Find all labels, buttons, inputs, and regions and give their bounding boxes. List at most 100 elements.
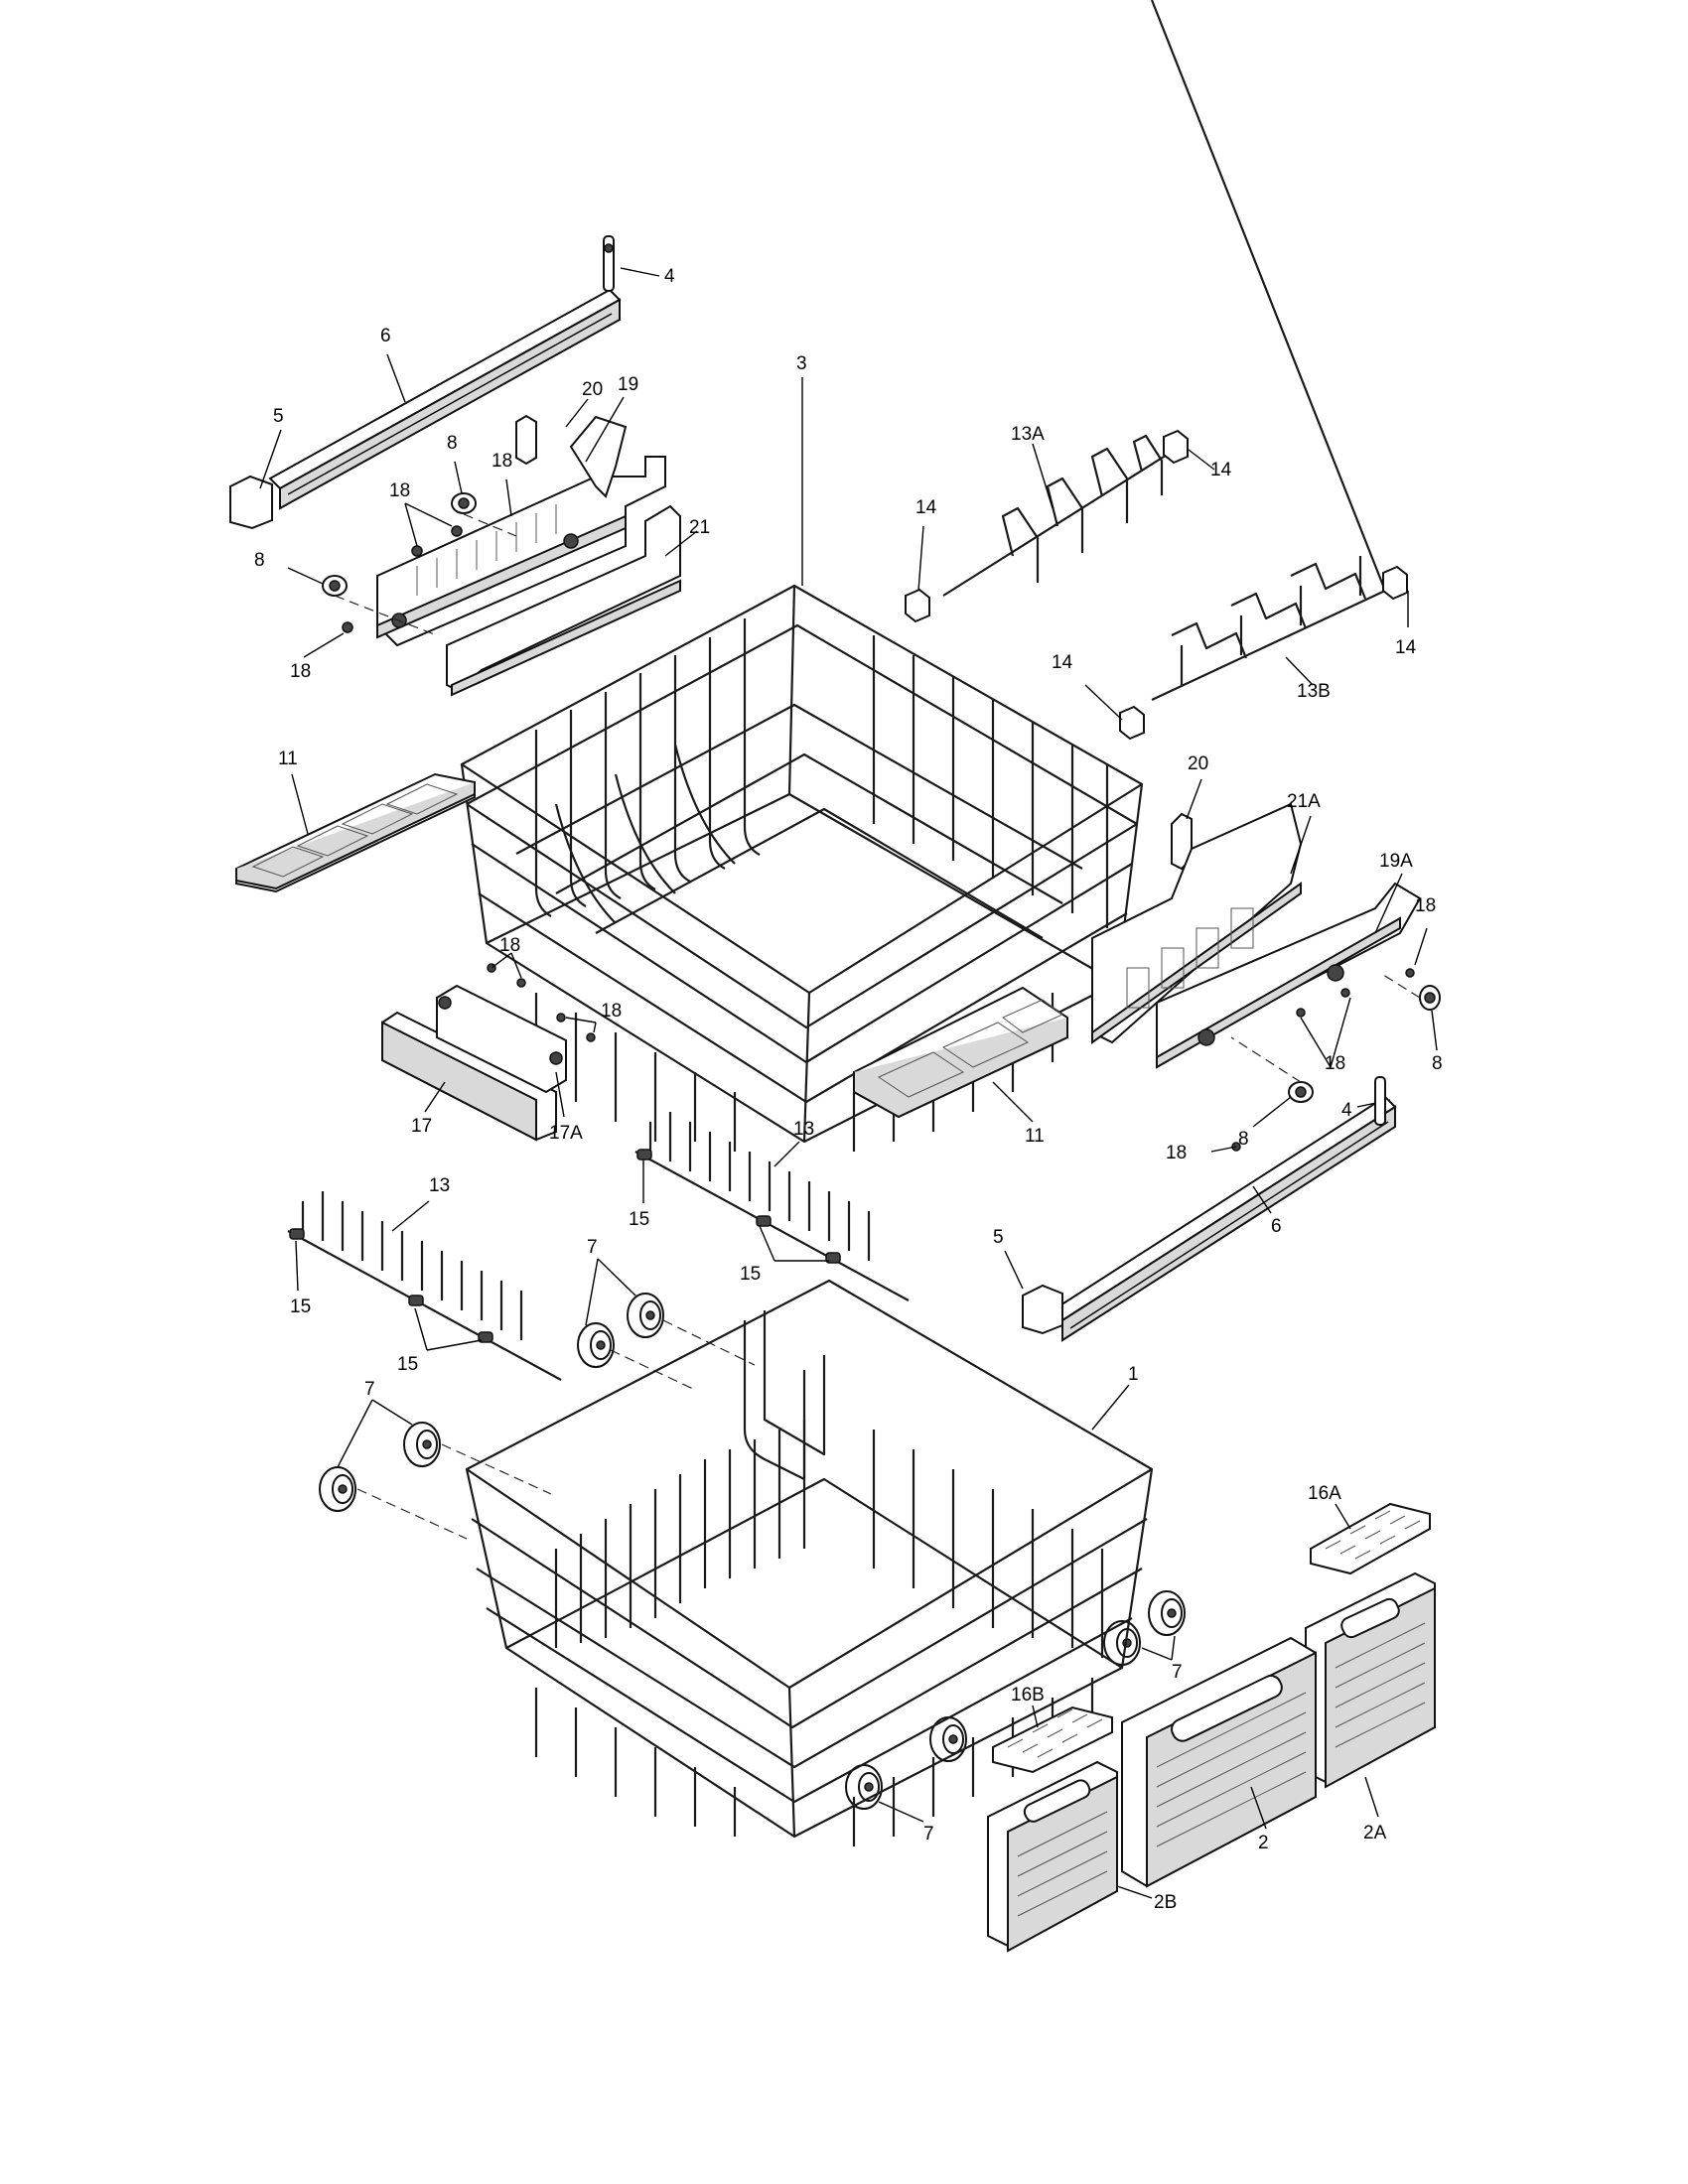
leader-19A [1374,873,1403,934]
basket-lid-16A [1310,1502,1431,1575]
leader-21A [1290,815,1312,875]
callout-2: 2 [1258,1833,1269,1853]
leader-18e [1300,1017,1332,1068]
leader-13B [1285,656,1314,686]
callout-14: 14 [1395,637,1417,658]
callout-14: 14 [915,497,937,518]
wheel-7d-2 [929,1716,967,1762]
callout-11: 11 [278,749,298,769]
callout-15: 15 [397,1354,418,1375]
leader-7c1 [1141,1647,1173,1661]
leader-6b [1252,1185,1272,1214]
leader-19 [585,396,625,463]
leader-13a [391,1200,430,1232]
leader-8b [287,567,324,585]
callout-15: 15 [290,1297,311,1317]
callout-1: 1 [1128,1364,1139,1385]
callout-19: 19 [618,374,638,395]
silverware-basket-2B [987,1760,1118,1953]
lower-rack-tines [534,1420,1104,1846]
leader-8c [1431,1010,1438,1051]
fold-down-tines-13B [1119,0,1408,741]
leader-2A [1364,1776,1379,1818]
leader-16B [1032,1705,1039,1728]
leader-8d [1252,1096,1292,1128]
callout-8: 8 [1432,1053,1443,1074]
leader-4a [620,267,660,277]
leader-18b2 [404,502,453,527]
rack-adjuster-left [322,414,681,697]
callout-13: 13 [793,1119,814,1140]
callout-7: 7 [364,1379,375,1400]
fold-down-tines-13A [905,429,1189,623]
callout-14: 14 [1052,652,1073,673]
leader-14a [1188,449,1215,471]
leader-18h1 [491,952,512,969]
leader-18a [505,478,512,517]
rack-adjuster-right [1091,802,1441,1152]
leader-13A [1032,443,1054,509]
leader-14d [1084,684,1123,721]
callout-5: 5 [993,1227,1004,1248]
leader-18h2 [510,952,522,979]
callout-3: 3 [796,353,807,374]
callout-16A: 16A [1308,1483,1341,1504]
callout-20: 20 [1188,753,1208,774]
leader-2B [1116,1885,1153,1899]
callout-18: 18 [499,935,520,956]
leader-1 [1091,1384,1130,1431]
callout-6: 6 [380,326,391,346]
callout-11: 11 [1025,1126,1045,1147]
wheel-7b-2 [403,1422,441,1467]
leader-6a [386,353,406,403]
leader-11b [992,1081,1034,1123]
leader-14b [917,525,924,592]
tine-row-13-left [287,1191,562,1381]
callout-5: 5 [273,406,284,427]
leader-15d1 [414,1307,428,1351]
callout-7: 7 [1172,1662,1183,1683]
callout-13A: 13A [1011,424,1045,445]
leader-8a [454,461,463,494]
callout-13: 13 [429,1175,450,1196]
tine-row-13-right [634,1112,910,1301]
wheel-7b-1 [319,1466,356,1512]
callout-14: 14 [1210,460,1232,480]
leader-7a2 [597,1258,636,1297]
callout-17A: 17A [549,1123,583,1144]
wheel-7c-1 [1103,1620,1141,1666]
rack-handle [381,963,596,1142]
leader-7d [878,1801,924,1823]
leader-5a [259,429,282,489]
wheel-7a-2 [627,1293,664,1338]
leader-21 [664,530,698,557]
leader-18c [303,632,345,658]
leader-17 [424,1081,446,1113]
callout-7: 7 [587,1237,598,1258]
callout-15: 15 [629,1209,649,1230]
callout-8: 8 [447,433,458,454]
callout-17: 17 [411,1116,432,1137]
callout-4: 4 [1341,1100,1352,1121]
leader-2 [1250,1786,1267,1830]
leader-18b1 [404,502,418,547]
leader-5b [1004,1250,1024,1290]
callout-21A: 21A [1287,791,1321,812]
leader-18i2 [593,1022,597,1033]
callout-2A: 2A [1363,1823,1387,1843]
leader-18d [1414,927,1428,966]
callout-8: 8 [254,550,265,571]
callout-18: 18 [389,480,410,501]
wheel-7a-1 [577,1322,615,1368]
rail-track-lower-right [1022,1076,1397,1342]
callout-18: 18 [1415,895,1436,916]
basket-lid-16B [992,1706,1113,1774]
callout-15: 15 [740,1264,761,1285]
callout-4: 4 [664,266,675,287]
callout-13B: 13B [1297,681,1331,702]
callout-19A: 19A [1379,851,1413,872]
cup-shelf-11-right [853,986,1068,1119]
leader-16A [1335,1503,1351,1530]
leader-15b1 [759,1225,775,1262]
